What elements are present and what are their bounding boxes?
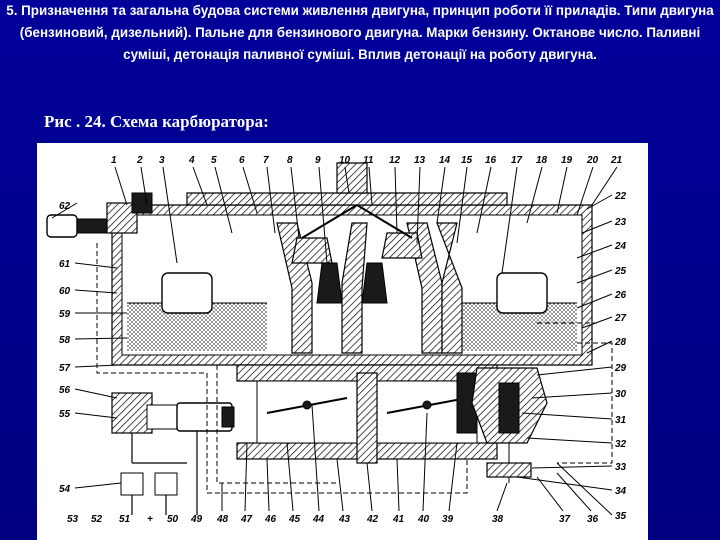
throttle-body [236,364,498,464]
label-51: 51 [119,514,131,525]
label-19: 19 [561,155,573,166]
economizer-valve [471,367,548,483]
label-61: 61 [59,259,71,270]
label-60: 60 [59,286,71,297]
right-leaders [516,194,613,516]
label-48: 48 [216,514,229,525]
label-39: 39 [442,514,454,525]
label-45: 45 [288,514,301,525]
figure-caption: Рис . 24. Схема карбюратора: [44,112,269,131]
label-4: 4 [188,155,195,166]
left-leaders [51,202,128,489]
label-13: 13 [414,155,426,166]
label-43: 43 [338,514,351,525]
label-49: 49 [190,514,203,525]
label-11: 11 [363,155,374,166]
label-52: 52 [91,514,103,525]
label-37: 37 [559,514,571,525]
label-3: 3 [159,155,165,166]
label-27: 27 [614,313,627,324]
label-30: 30 [615,389,627,400]
label-22: 22 [614,191,627,202]
label-16: 16 [485,155,497,166]
label-35: 35 [615,511,627,522]
label-7: 7 [263,155,269,166]
venturi-chambers [276,204,463,354]
label-62: 62 [59,201,71,212]
label-28: 28 [614,337,627,348]
label-46: 46 [264,514,277,525]
label-6: 6 [239,155,245,166]
label-5: 5 [211,155,217,166]
label-58: 58 [59,335,71,346]
label-54: 54 [59,484,71,495]
label-53: 53 [67,514,79,525]
bottom-labels: 36 37 38 39 40 41 42 43 44 45 46 47 48 4… [67,514,599,525]
label-40: 40 [417,514,430,525]
label-18: 18 [536,155,548,166]
label-59: 59 [59,309,71,320]
slide-title: 5. Призначення та загальна будова систем… [6,3,714,62]
left-connector [46,192,153,238]
label-17: 17 [511,155,523,166]
label-23: 23 [614,217,627,228]
label-56: 56 [59,385,71,396]
label-44: 44 [312,514,325,525]
label-26: 26 [614,290,627,301]
solenoid-valve [111,392,235,515]
label-33: 33 [615,462,627,473]
bottom-leaders [196,404,592,515]
label-20: 20 [586,155,599,166]
label-55: 55 [59,409,71,420]
label-41: 41 [392,514,405,525]
label-25: 25 [614,266,627,277]
label-36: 36 [587,514,599,525]
label-50: 50 [167,514,179,525]
label-2: 2 [136,155,143,166]
label-29: 29 [614,363,627,374]
carburetor-diagram: 1 2 3 4 5 6 7 8 9 10 11 12 13 14 15 16 1… [37,143,648,540]
label-47: 47 [240,514,253,525]
left-labels: 62 61 60 59 58 57 56 55 54 [59,201,71,495]
label-24: 24 [614,241,627,252]
label-8: 8 [287,155,293,166]
top-leaders [114,166,618,274]
right-labels: 22 23 24 25 26 27 28 29 30 31 32 33 34 3… [614,191,627,522]
label-12: 12 [389,155,401,166]
label-14: 14 [439,155,451,166]
label-34: 34 [615,486,627,497]
label-32: 32 [615,439,627,450]
label-31: 31 [615,415,627,426]
label-57: 57 [59,363,71,374]
label-15: 15 [461,155,473,166]
label-38: 38 [492,514,504,525]
label-9: 9 [315,155,321,166]
label-1: 1 [111,155,117,166]
label-10: 10 [339,155,351,166]
label-plus: + [147,514,153,525]
top-labels: 1 2 3 4 5 6 7 8 9 10 11 12 13 14 15 16 1… [111,155,623,166]
label-42: 42 [366,514,379,525]
label-21: 21 [610,155,623,166]
